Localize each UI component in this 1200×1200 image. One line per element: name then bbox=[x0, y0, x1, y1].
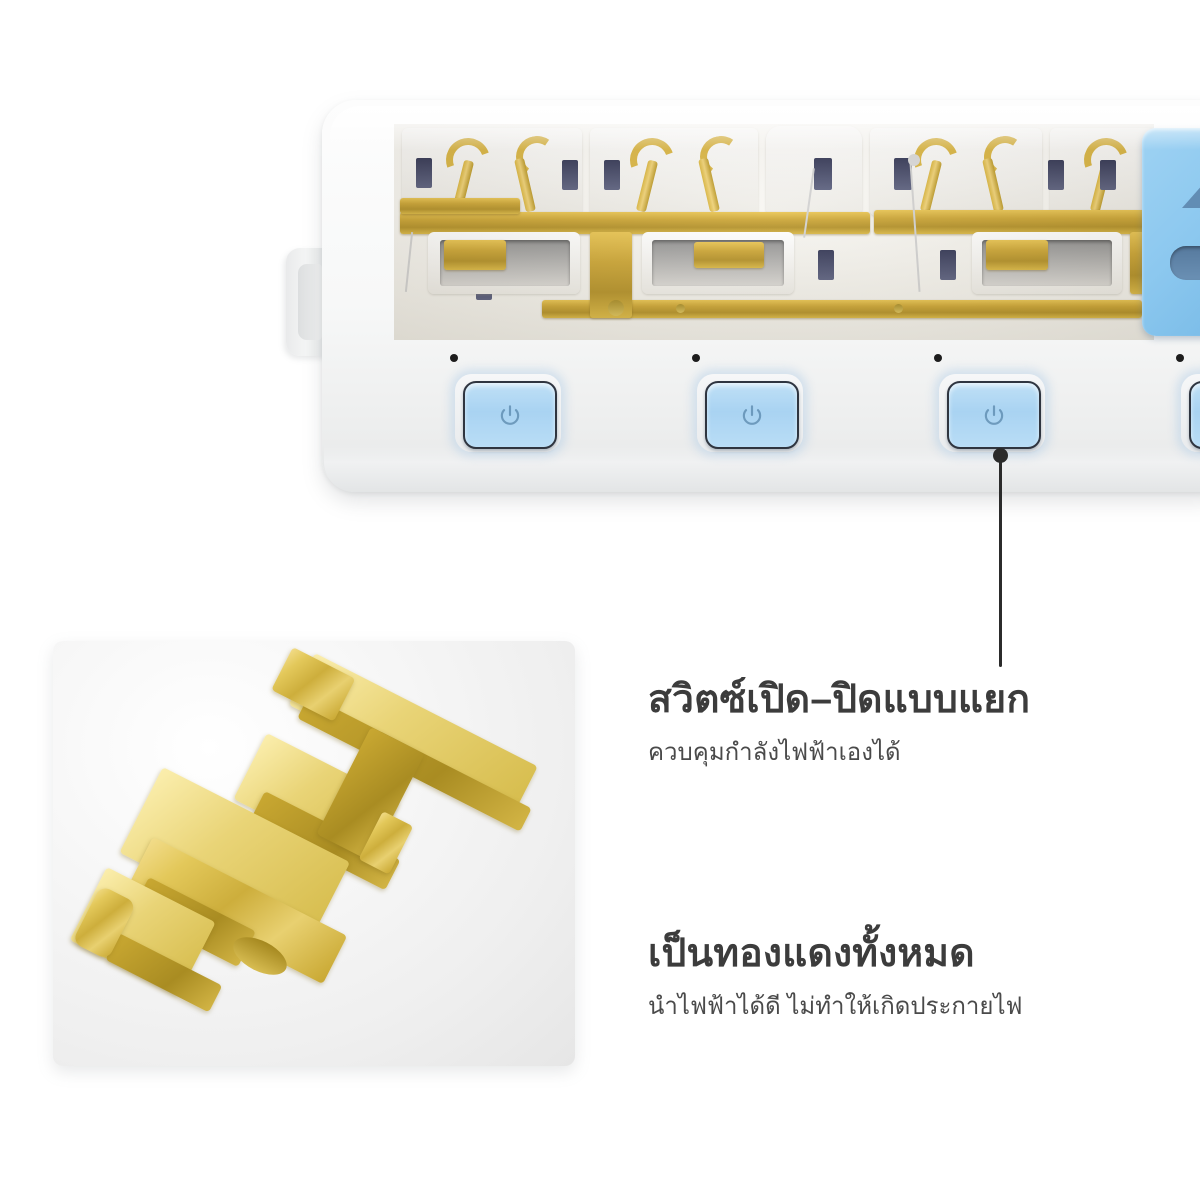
callout-heading: เป็นทองแดงทั้งหมด bbox=[648, 932, 975, 975]
indicator-dot-4 bbox=[1176, 354, 1184, 362]
indicator-dot-1 bbox=[450, 354, 458, 362]
power-switch-3[interactable] bbox=[939, 374, 1045, 452]
socket-pin-triangle bbox=[1182, 174, 1200, 208]
power-icon bbox=[981, 402, 1007, 428]
power-icon bbox=[497, 402, 523, 428]
callout-heading: สวิตซ์เปิด–ปิดแบบแยก bbox=[648, 678, 1031, 721]
socket-pin-slot bbox=[1170, 246, 1200, 280]
power-switch-4[interactable] bbox=[1181, 374, 1200, 452]
strip-bottom-lip bbox=[324, 444, 1200, 492]
callout-subtitle: ควบคุมกำลังไฟฟ้าเองได้ bbox=[648, 738, 901, 766]
power-switch-1[interactable] bbox=[455, 374, 561, 452]
strip-top-gloss bbox=[330, 106, 1200, 150]
power-switch-2[interactable] bbox=[697, 374, 803, 452]
internal-cutaway-photo bbox=[394, 124, 1154, 340]
callout-pointer-line bbox=[999, 455, 1002, 667]
callout-separate-switch: สวิตซ์เปิด–ปิดแบบแยก ควบคุมกำลังไฟฟ้าเอง… bbox=[648, 676, 1030, 769]
power-strip-image bbox=[286, 100, 1200, 498]
power-strip-body bbox=[322, 100, 1200, 492]
callout-all-copper: เป็นทองแดงทั้งหมด นำไฟฟ้าได้ดี ไม่ทำให้เ… bbox=[648, 930, 1023, 1023]
callout-subtitle: นำไฟฟ้าได้ดี ไม่ทำให้เกิดประกายไฟ bbox=[648, 992, 1023, 1020]
socket-face-panel bbox=[1142, 128, 1200, 336]
power-icon bbox=[739, 402, 765, 428]
indicator-dot-3 bbox=[934, 354, 942, 362]
brass-terminal-photo bbox=[53, 641, 575, 1066]
indicator-dot-2 bbox=[692, 354, 700, 362]
switch-row bbox=[322, 354, 1200, 464]
